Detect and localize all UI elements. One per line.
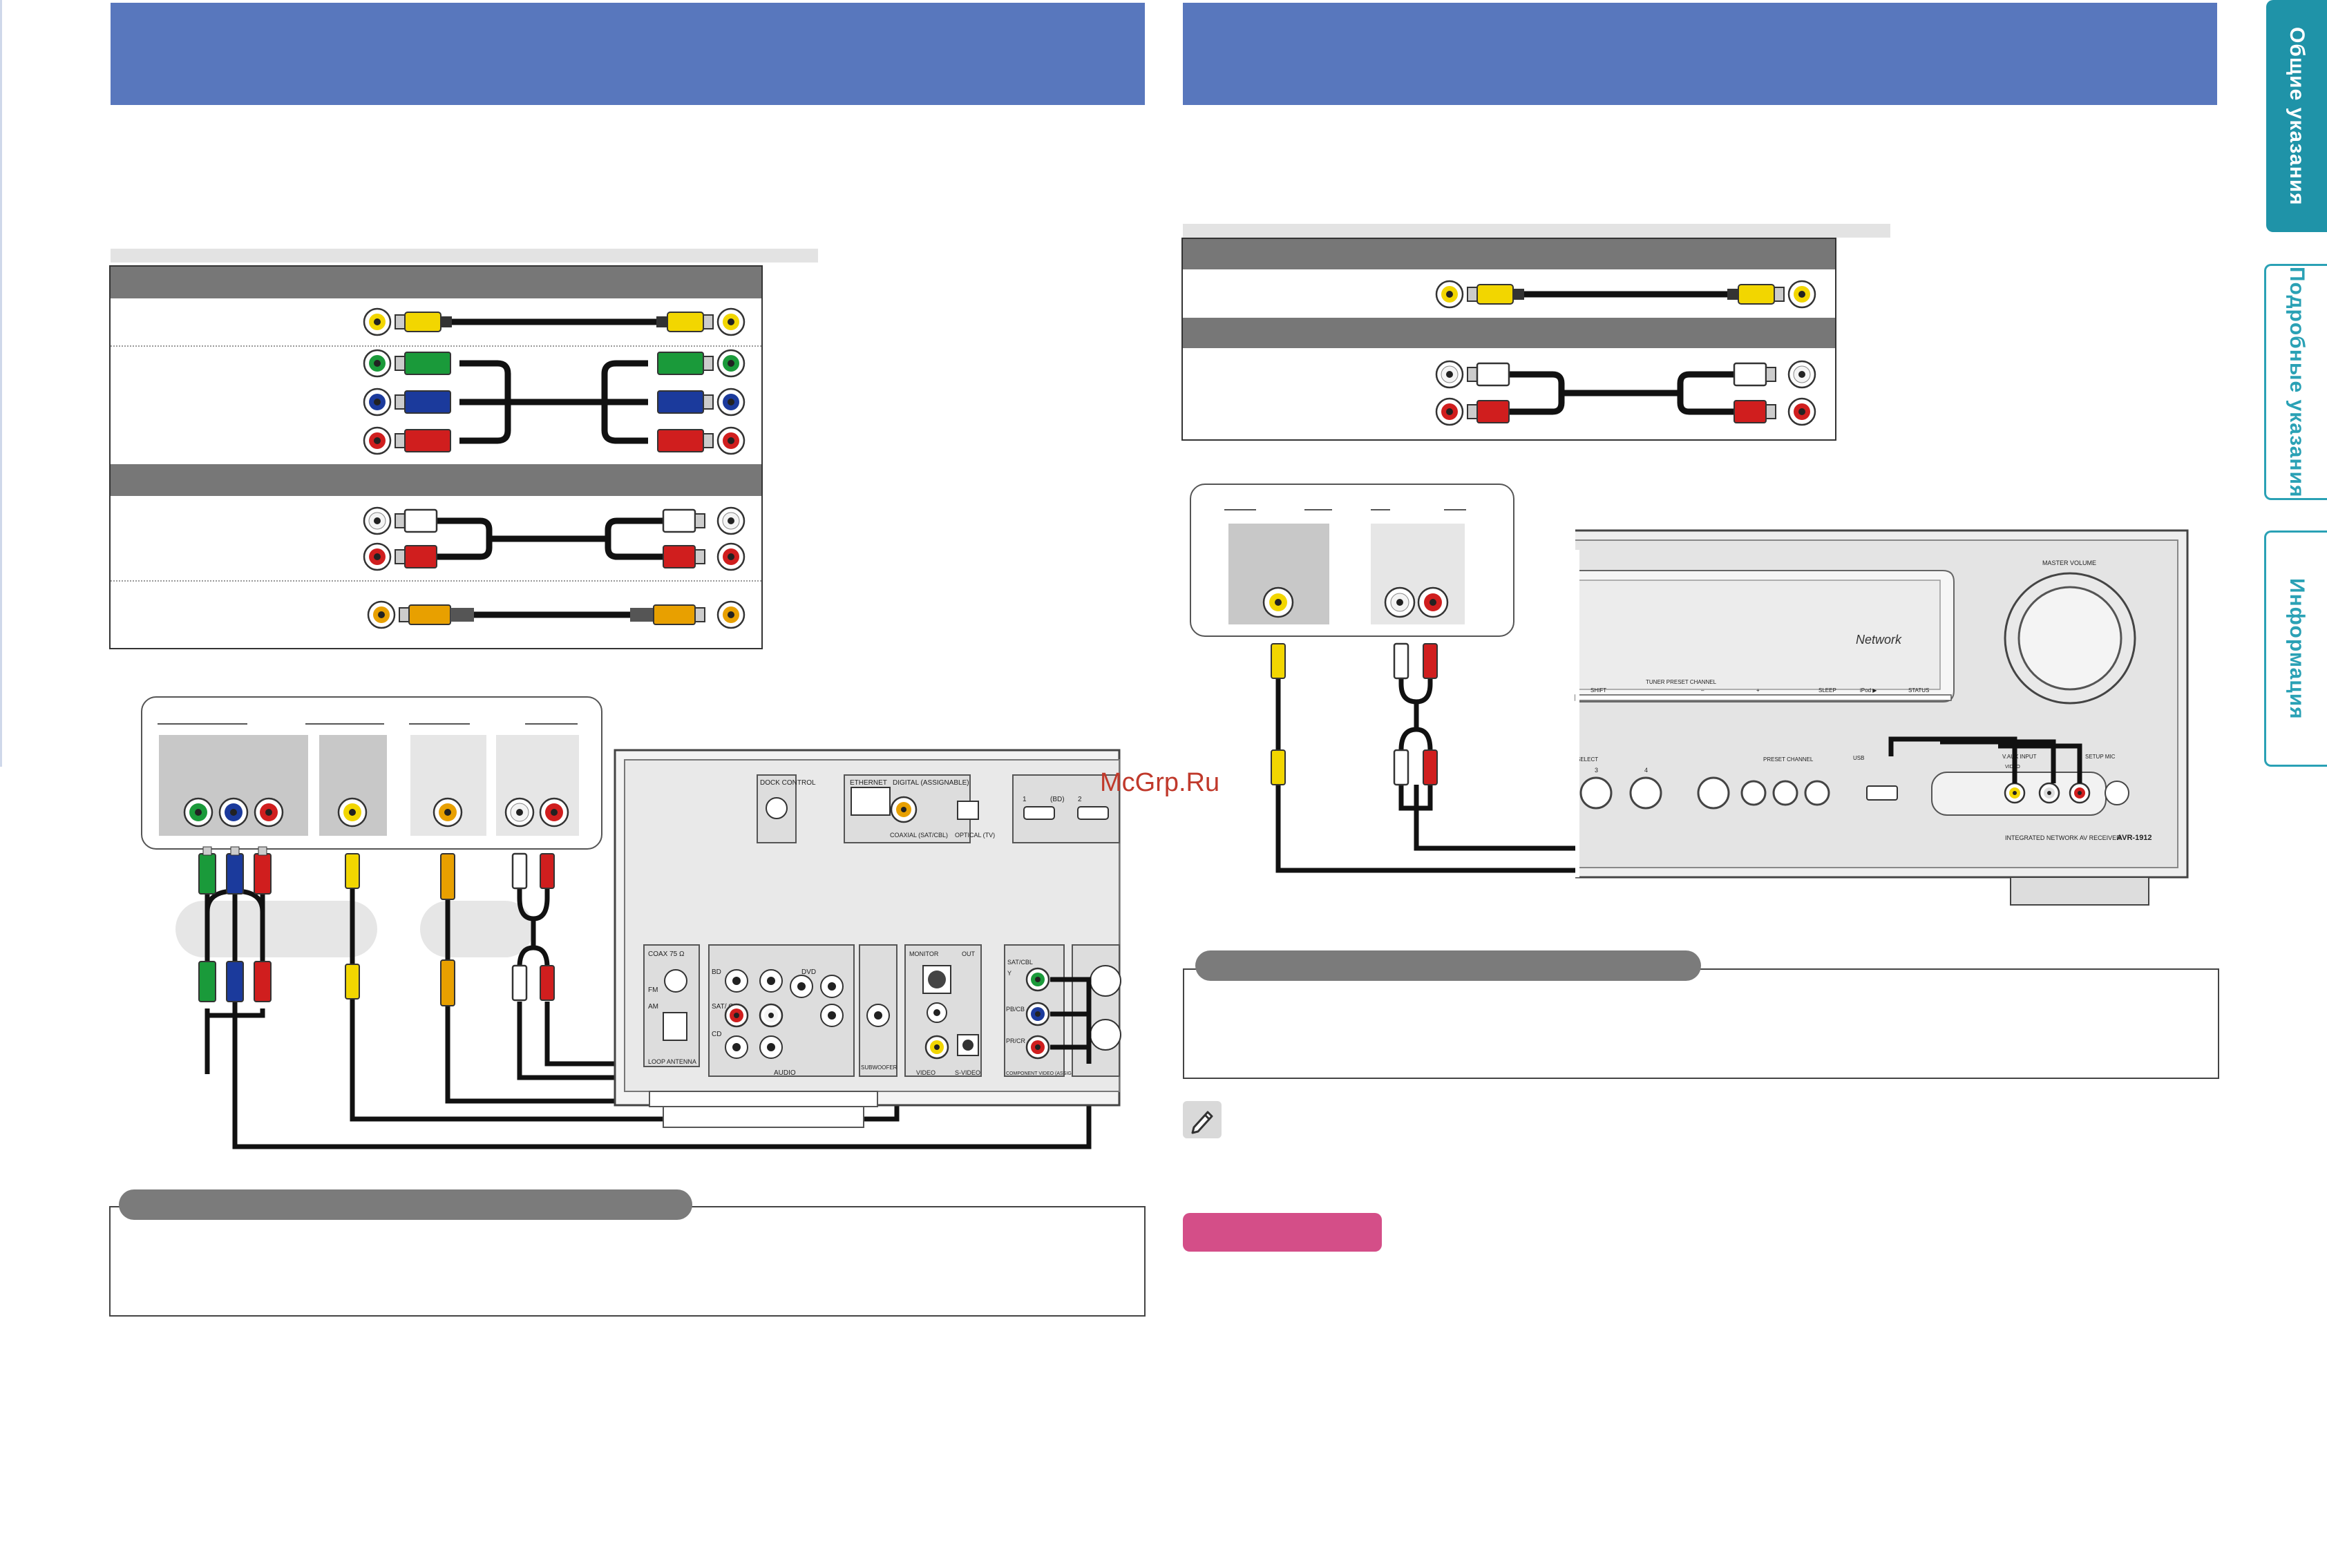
- model-caption: INTEGRATED NETWORK AV RECEIVER: [2005, 834, 2121, 841]
- cd-label: CD: [712, 1031, 721, 1038]
- receiver-front-panel: Network TUNER PRESET CHANNEL SHIFT – + S…: [1575, 529, 2189, 906]
- left-table-video-header: [111, 267, 761, 298]
- analog-audio-cable: [363, 506, 745, 571]
- loop-antenna-label: LOOP ANTENNA: [648, 1058, 696, 1065]
- tuner-preset-label: TUNER PRESET CHANNEL: [1646, 679, 1717, 685]
- monitor-label: MONITOR: [909, 950, 939, 957]
- num-3-label: 3: [1595, 767, 1598, 774]
- subwoofer-label: SUBWOOFER: [861, 1064, 897, 1071]
- side-tab-general[interactable]: Общие указания: [2266, 0, 2327, 232]
- select-label: SELECT: [1577, 756, 1598, 763]
- right-audio-plugs: [1393, 642, 1438, 786]
- right-note-box: [1183, 968, 2219, 1079]
- component-sat-label: SAT/CBL: [1007, 959, 1033, 966]
- dock-control-label: DOCK CONTROL: [760, 779, 816, 787]
- side-tab-detailed-label: Подробные указания: [2286, 266, 2308, 498]
- left-note-pill: [119, 1189, 692, 1220]
- left-margin-rule: [0, 0, 2, 767]
- usb-label: USB: [1853, 755, 1864, 761]
- component-pr-label: PR/CR: [1006, 1038, 1026, 1044]
- am-label: AM: [648, 1003, 658, 1011]
- audio-label: AUDIO: [774, 1069, 796, 1077]
- plus-label: +: [1756, 687, 1760, 694]
- model-name: AVR-1912: [2117, 834, 2152, 842]
- bd-label: BD: [712, 968, 721, 976]
- component-y-label: Y: [1007, 970, 1011, 977]
- out-label: OUT: [962, 950, 976, 957]
- left-rear-panel-svg: DOCK CONTROL ETHERNET DIGITAL (ASSIGNABL…: [158, 723, 1121, 1149]
- v-aux-input-label: V.AUX INPUT: [2002, 754, 2037, 760]
- left-note-box: [109, 1206, 1146, 1317]
- left-table-divider-1: [111, 345, 761, 347]
- right-audio-cable: [1435, 360, 1816, 426]
- brand-logo: Network: [1856, 633, 1902, 647]
- hdmi-1-label: 1: [1023, 796, 1027, 803]
- component-video-label: COMPONENT VIDEO (ASSIGNABLE): [1006, 1071, 1089, 1076]
- minus-label: –: [1701, 687, 1704, 694]
- cable-group-oval-2: [420, 901, 533, 957]
- right-section-header: [1183, 3, 2217, 105]
- source-output-blocks: [158, 723, 579, 836]
- optical-label: OPTICAL (TV): [955, 832, 995, 839]
- right-table-cables-svg: [1435, 280, 1816, 426]
- s-video-label: S-VIDEO: [955, 1069, 980, 1076]
- hdmi-bd-label: (BD): [1050, 796, 1065, 803]
- num-4-label: 4: [1644, 767, 1648, 774]
- master-volume-label: MASTER VOLUME: [2042, 560, 2096, 566]
- preset-channel-label: PRESET CHANNEL: [1763, 756, 1814, 763]
- right-cable-table: [1181, 238, 1836, 441]
- watermark: McGrp.Ru: [1100, 768, 1220, 797]
- component-video-cable: [363, 349, 745, 455]
- video-label: VIDEO: [916, 1069, 935, 1076]
- cable-group-oval-1: [175, 901, 377, 957]
- coax-75-label: COAX 75 Ω: [648, 950, 685, 958]
- side-tab-info-label: Информация: [2286, 577, 2308, 720]
- right-composite-cable: [1435, 280, 1816, 309]
- left-table-divider-2: [111, 580, 761, 582]
- setup-mic-label: SETUP MIC: [2085, 754, 2116, 760]
- right-subheading-bar: [1183, 224, 1890, 238]
- side-tab-info[interactable]: Информация: [2264, 530, 2327, 767]
- pencil-note-icon: [1183, 1101, 1222, 1138]
- component-plugs: [198, 846, 272, 1002]
- sleep-label: SLEEP: [1818, 687, 1836, 694]
- sat-cbl-label: SAT/ CBL: [712, 1003, 742, 1011]
- left-table-cables-svg: [363, 307, 745, 629]
- coaxial-label: COAXIAL (SAT/CBL): [890, 832, 948, 839]
- side-tab-general-label: Общие указания: [2286, 26, 2308, 206]
- audio-plugs: [511, 852, 555, 1002]
- receiver-rear-panel: DOCK CONTROL ETHERNET DIGITAL (ASSIGNABL…: [614, 749, 1121, 1128]
- hdmi-2-label: 2: [1078, 796, 1082, 803]
- right-note-pill: [1195, 950, 1701, 981]
- coaxial-digital-cable: [367, 600, 745, 629]
- composite-video-cable: [363, 307, 745, 336]
- caution-pill: [1183, 1213, 1382, 1252]
- left-cable-table: [109, 265, 763, 649]
- right-table-audio-header: [1183, 318, 1835, 348]
- left-table-audio-header: [111, 464, 761, 496]
- status-label: STATUS: [1908, 687, 1929, 694]
- ethernet-label: ETHERNET: [850, 779, 887, 787]
- ipod-label: iPod ▶: [1860, 687, 1877, 694]
- shift-label: SHIFT: [1590, 687, 1606, 694]
- side-tab-detailed[interactable]: Подробные указания: [2264, 264, 2327, 500]
- left-subheading-bar: [111, 249, 818, 262]
- right-table-video-header: [1183, 239, 1835, 269]
- dvd-label: DVD: [801, 968, 816, 976]
- digital-assignable-label: DIGITAL (ASSIGNABLE): [893, 779, 969, 787]
- component-pb-label: PB/CB: [1006, 1006, 1025, 1013]
- right-front-panel-svg: Network TUNER PRESET CHANNEL SHIFT – + S…: [1224, 509, 2189, 906]
- fm-label: FM: [648, 986, 658, 994]
- left-section-header: [111, 3, 1145, 105]
